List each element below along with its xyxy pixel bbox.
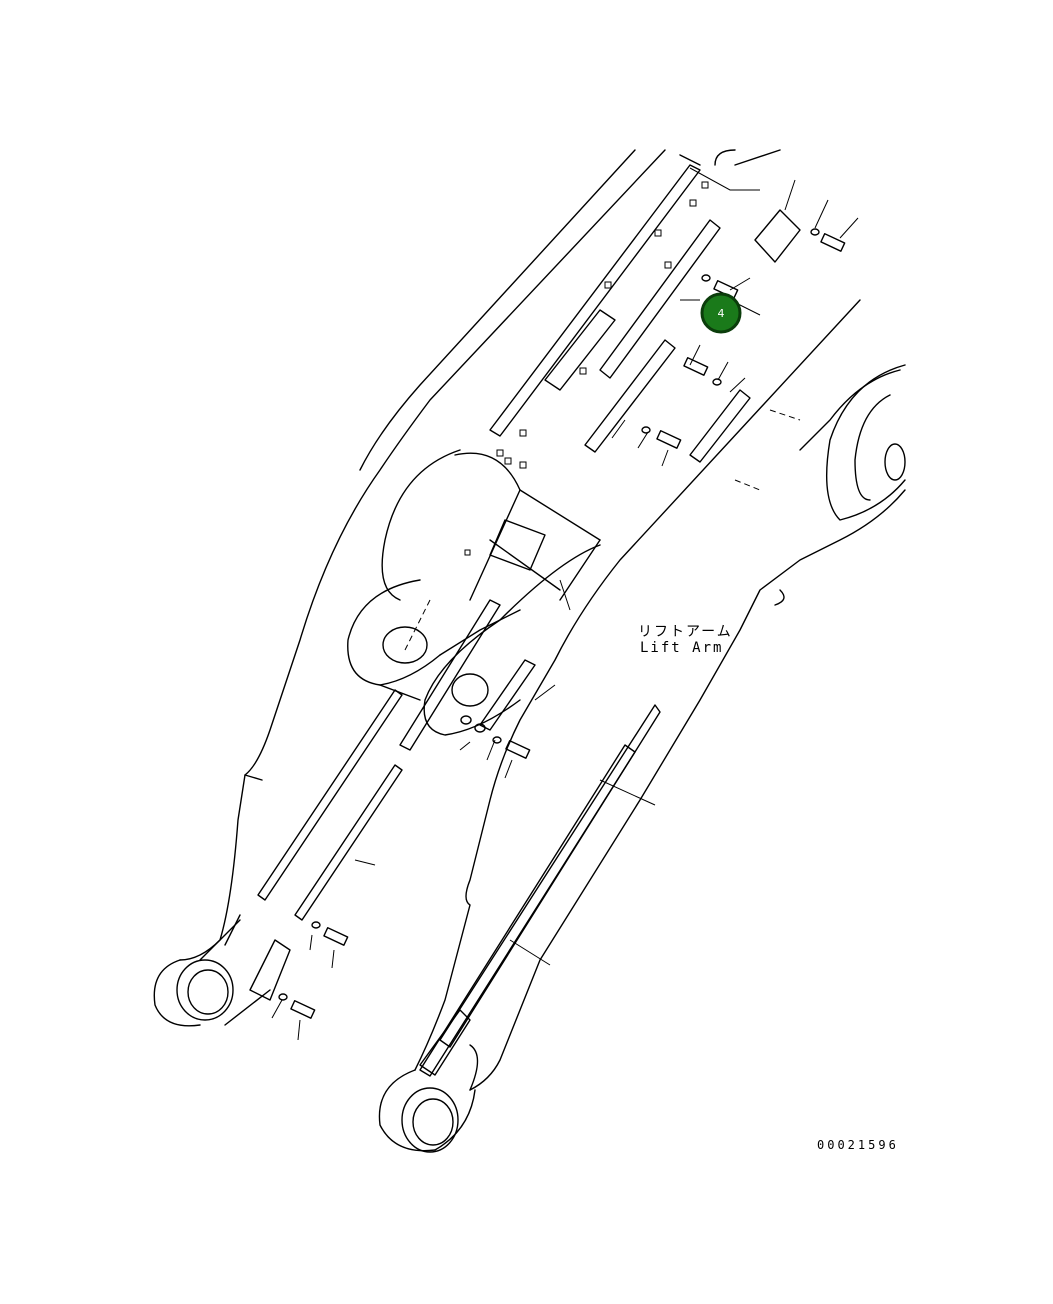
part-label-jp: リフトアーム (638, 624, 733, 640)
cross-tube (381, 449, 601, 601)
arm-outline-right (414, 299, 906, 1091)
mounting-holes (464, 181, 709, 556)
center-right-boss (423, 544, 601, 736)
bolt (810, 228, 846, 252)
callout-number: 4 (718, 307, 725, 320)
bolt (278, 993, 316, 1019)
part-label-en: Lift Arm (640, 640, 723, 656)
center-lines (404, 409, 801, 651)
bolt (492, 736, 531, 759)
bolt (311, 921, 349, 946)
bolts (278, 228, 846, 1019)
cover-plates (224, 154, 801, 1077)
drawing-code: 00021596 (817, 1138, 899, 1152)
lower-left-boss (153, 919, 271, 1027)
lower-right-boss (378, 1044, 479, 1153)
bolt (683, 357, 722, 386)
bolt (641, 426, 682, 449)
upper-boss (714, 149, 781, 166)
leader-lines (271, 167, 859, 1041)
callout-4[interactable]: 4 (700, 292, 742, 334)
upper-right-boss (826, 364, 906, 521)
center-left-boss (347, 579, 521, 701)
arm-outline-left (179, 149, 666, 961)
bolt (460, 715, 486, 733)
